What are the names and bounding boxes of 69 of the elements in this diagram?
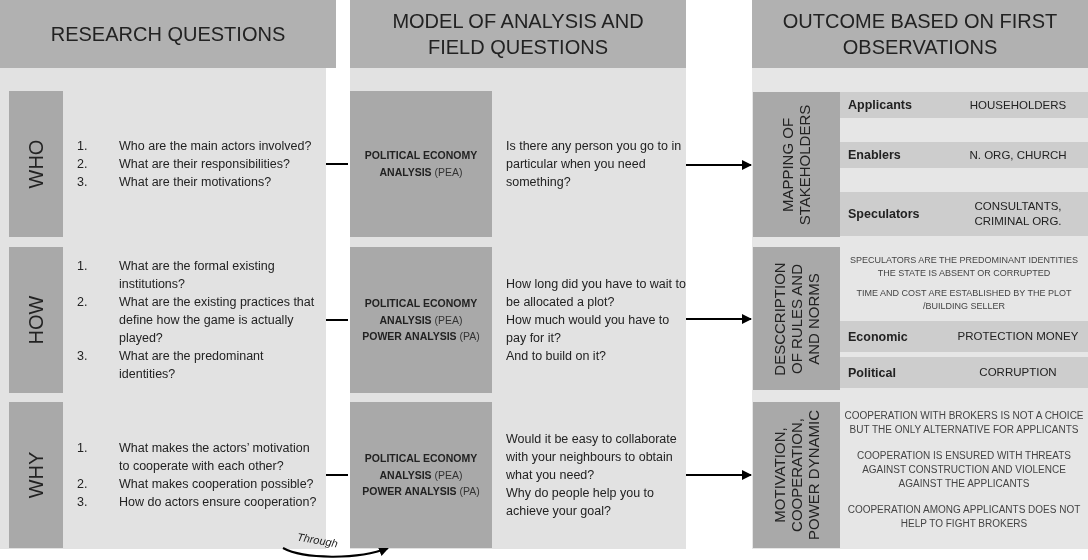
- list-number: 2.: [77, 476, 89, 493]
- question-text: And to build on it?: [506, 348, 608, 366]
- category-value: PROTECTION MONEY: [956, 329, 1080, 344]
- list-number: 2.: [77, 155, 89, 173]
- list-number: 3.: [77, 494, 89, 512]
- arrow: [685, 470, 752, 480]
- question-text: What are the existing practices that define how the game is actually played?: [119, 293, 316, 348]
- question-text: What are the formal existing institutions?: [119, 257, 276, 293]
- category-value: HOUSEHOLDERS: [968, 97, 1068, 113]
- question-text: What makes the actors’ motivation to cooperate with each other?: [119, 439, 311, 475]
- outcome-note: COOPERATION WITH BROKERS IS NOT A CHOICE BUT THE ONLY ALTERNATIVE FOR APPLICANTS: [843, 409, 1085, 437]
- outcome-note: COOPERATION AMONG APPLICANTS DOES NOT HELP TO FIGHT BROKERS: [846, 503, 1082, 531]
- column-header: OUTCOME BASED ON FIRST OBSERVATIONS: [752, 0, 1088, 68]
- outcome-tab: MOTIVATION, COOPERATION, POWER DYNAMIC: [753, 402, 840, 548]
- arrow: [685, 314, 752, 324]
- arrow: [685, 160, 752, 170]
- category-name: Speculators: [847, 207, 921, 221]
- outcome-tab: DESCCRIPTION OF RULES AND AND NORMS: [753, 247, 840, 390]
- question-text: Who are the main actors involved?: [119, 137, 313, 155]
- question-text: How long did you have to wait to be allocated a plot?: [506, 275, 686, 311]
- row-tab: WHO: [9, 91, 63, 237]
- question-text: What are the predominant identities?: [119, 348, 265, 384]
- question-text: Would it be easy to collaborate with your neighbours to obtain what you need?: [506, 430, 678, 484]
- method-name: POLITICAL ECONOMY ANALYSIS (PEA): [363, 295, 479, 328]
- list-number: 2.: [77, 293, 89, 311]
- question-text: How do actors ensure cooperation?: [119, 494, 318, 512]
- list-number: 1.: [77, 439, 89, 457]
- question-text: Why do people help you to achieve your goal?: [506, 485, 656, 521]
- method-name: POWER ANALYSIS (PA): [362, 484, 480, 500]
- row-tab: WHY: [9, 402, 63, 548]
- question-text: Is there any person you go to in particular when you need something?: [506, 137, 683, 192]
- list-number: 1.: [77, 137, 89, 155]
- stakeholder-row: [840, 142, 1088, 168]
- column-header: RESEARCH QUESTIONS: [0, 0, 336, 68]
- row-tab: HOW: [9, 247, 63, 393]
- arrow: [282, 546, 389, 558]
- stakeholder-row: [840, 92, 1088, 118]
- question-text: What are their responsibilities?: [119, 155, 291, 173]
- connector-line: [325, 474, 349, 476]
- list-number: 3.: [77, 174, 89, 192]
- list-number: 3.: [77, 348, 89, 366]
- stakeholder-row: [840, 192, 1088, 236]
- category-name: Enablers: [847, 148, 902, 162]
- category-value: N. ORG, CHURCH: [968, 147, 1068, 163]
- question-text: What makes cooperation possible?: [119, 476, 315, 493]
- analysis-box: [350, 91, 492, 237]
- connector-line: [325, 163, 349, 165]
- method-name: POLITICAL ECONOMY ANALYSIS (PEA): [363, 450, 479, 483]
- norm-row: [840, 357, 1088, 388]
- outcome-note: TIME AND COST ARE ESTABLISHED BY THE PLOT /BUILDING SELLER: [855, 287, 1073, 313]
- outcome-tab: MAPPING OF STAKEHOLDERS: [753, 92, 840, 237]
- norm-row: [840, 321, 1088, 352]
- category-value: CONSULTANTS, CRIMINAL ORG.: [973, 199, 1063, 229]
- outcome-note: COOPERATION IS ENSURED WITH THREATS AGAINST CONSTRUCTION AND VIOLENCE AGAINST THE APPLICANTS: [856, 449, 1072, 491]
- analysis-box: [350, 402, 492, 548]
- connector-line: [325, 319, 349, 321]
- question-text: What are their motivations?: [119, 174, 273, 192]
- list-number: 1.: [77, 257, 89, 275]
- column-header: MODEL OF ANALYSIS AND FIELD QUESTIONS: [350, 0, 686, 68]
- question-text: How much would you have to pay for it?: [506, 311, 671, 348]
- analysis-box: [350, 247, 492, 393]
- category-name: Applicants: [847, 98, 913, 112]
- edge-label: Through: [296, 530, 339, 550]
- category-value: CORRUPTION: [978, 365, 1058, 380]
- method-name: POLITICAL ECONOMY ANALYSIS (PEA): [363, 148, 479, 180]
- category-name: Economic: [847, 329, 909, 344]
- category-name: Political: [847, 365, 897, 380]
- method-name: POWER ANALYSIS (PA): [362, 329, 480, 345]
- outcome-note: SPECULATORS ARE THE PREDOMINANT IDENTITIES THE STATE IS ABSENT OR CORRUPTED: [849, 254, 1079, 280]
